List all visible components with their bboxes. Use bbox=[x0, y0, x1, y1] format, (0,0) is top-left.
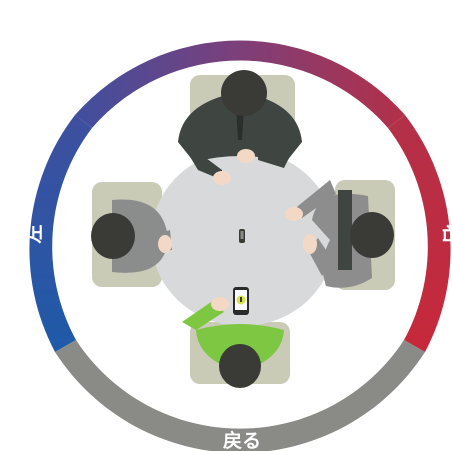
right-label: 右 bbox=[440, 223, 452, 243]
avatar bbox=[350, 212, 394, 258]
smartphone-icon bbox=[233, 287, 249, 315]
person-right bbox=[285, 180, 394, 288]
back-label: 戻る bbox=[223, 429, 261, 451]
avatar bbox=[221, 70, 267, 116]
ring-segment-forward[interactable] bbox=[75, 40, 405, 129]
direction-ring bbox=[29, 40, 451, 451]
smartphone-icon bbox=[239, 229, 245, 243]
ring-segment-right[interactable] bbox=[388, 115, 451, 352]
person-left bbox=[91, 199, 172, 273]
avatar bbox=[219, 344, 261, 388]
person-top bbox=[178, 70, 302, 185]
person-bottom bbox=[182, 297, 284, 388]
ring-segment-back[interactable] bbox=[55, 340, 425, 451]
left-label: 左 bbox=[22, 224, 45, 243]
meeting-scene bbox=[91, 70, 395, 388]
forward-label: 前 bbox=[232, 15, 251, 38]
avatar bbox=[91, 213, 135, 259]
ring-segment-left[interactable] bbox=[29, 115, 92, 352]
